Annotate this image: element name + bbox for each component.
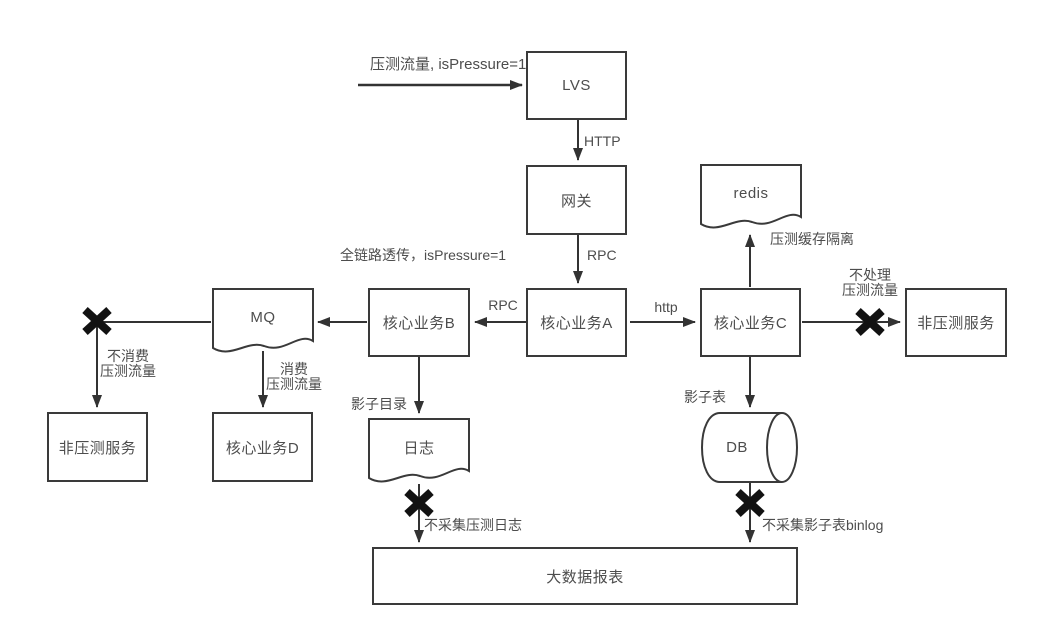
- node-service-d: 核心业务D: [212, 412, 313, 482]
- node-service-c-label: 核心业务C: [713, 315, 788, 332]
- node-redis: redis: [700, 164, 802, 234]
- edge-label-pressure-cache-isolation: 压测缓存隔离: [770, 231, 854, 247]
- node-gateway-label: 网关: [560, 192, 592, 210]
- node-service-a: 核心业务A: [526, 288, 627, 357]
- document-shape: [212, 288, 314, 353]
- node-db: DB: [700, 412, 800, 483]
- edge-label-rpc-a-b: RPC: [488, 297, 518, 313]
- node-non-pressure-service-left-label: 非压测服务: [58, 439, 137, 457]
- edge-label-consume-pressure: 消费 压测流量: [266, 361, 322, 392]
- node-mq-label: MQ: [250, 308, 276, 326]
- node-redis-label: redis: [733, 184, 769, 202]
- edge-label-rpc-gateway-a: RPC: [587, 247, 617, 263]
- node-lvs: LVS: [526, 51, 627, 120]
- edge-label-http-lvs-gateway: HTTP: [584, 133, 621, 149]
- document-shape: [368, 418, 470, 483]
- node-db-label: DB: [726, 439, 748, 456]
- cross-mark-no-collect-log: [404, 489, 434, 517]
- edge-label-not-collect-shadow-binlog: 不采集影子表binlog: [762, 517, 884, 533]
- node-non-pressure-service-right-label: 非压测服务: [917, 315, 995, 332]
- edge-label-not-handle-pressure: 不处理 压测流量: [842, 267, 898, 298]
- node-service-a-label: 核心业务A: [540, 315, 613, 332]
- edge-label-pressure-traffic-in: 压测流量, isPressure=1: [370, 56, 527, 73]
- cross-mark-no-handle: [855, 308, 885, 336]
- node-service-b: 核心业务B: [368, 288, 470, 357]
- cross-mark-no-consume: [82, 307, 112, 335]
- node-service-d-label: 核心业务D: [225, 439, 300, 457]
- cross-mark-no-collect-binlog: [735, 489, 765, 517]
- node-non-pressure-service-left: 非压测服务: [47, 412, 148, 482]
- node-log: 日志: [368, 418, 470, 488]
- node-log-label: 日志: [403, 439, 435, 457]
- node-mq: MQ: [212, 288, 314, 358]
- node-gateway: 网关: [526, 165, 627, 235]
- edge-label-not-collect-pressure-log: 不采集压测日志: [424, 517, 522, 533]
- edge-label-full-link-passthrough: 全链路透传，isPressure=1: [340, 247, 507, 263]
- cylinder-shape: [700, 412, 798, 483]
- edge-label-shadow-directory: 影子目录: [351, 396, 407, 412]
- node-big-data-report: 大数据报表: [372, 547, 798, 605]
- edge-label-shadow-table: 影子表: [684, 389, 726, 405]
- document-shape: [700, 164, 802, 229]
- node-big-data-report-label: 大数据报表: [546, 568, 624, 586]
- node-service-b-label: 核心业务B: [382, 315, 456, 332]
- node-non-pressure-service-right: 非压测服务: [905, 288, 1007, 357]
- edge-label-http-a-c: http: [654, 299, 678, 315]
- edge-label-not-consume-pressure: 不消费 压测流量: [100, 348, 156, 379]
- node-service-c: 核心业务C: [700, 288, 801, 357]
- node-lvs-label: LVS: [562, 77, 591, 94]
